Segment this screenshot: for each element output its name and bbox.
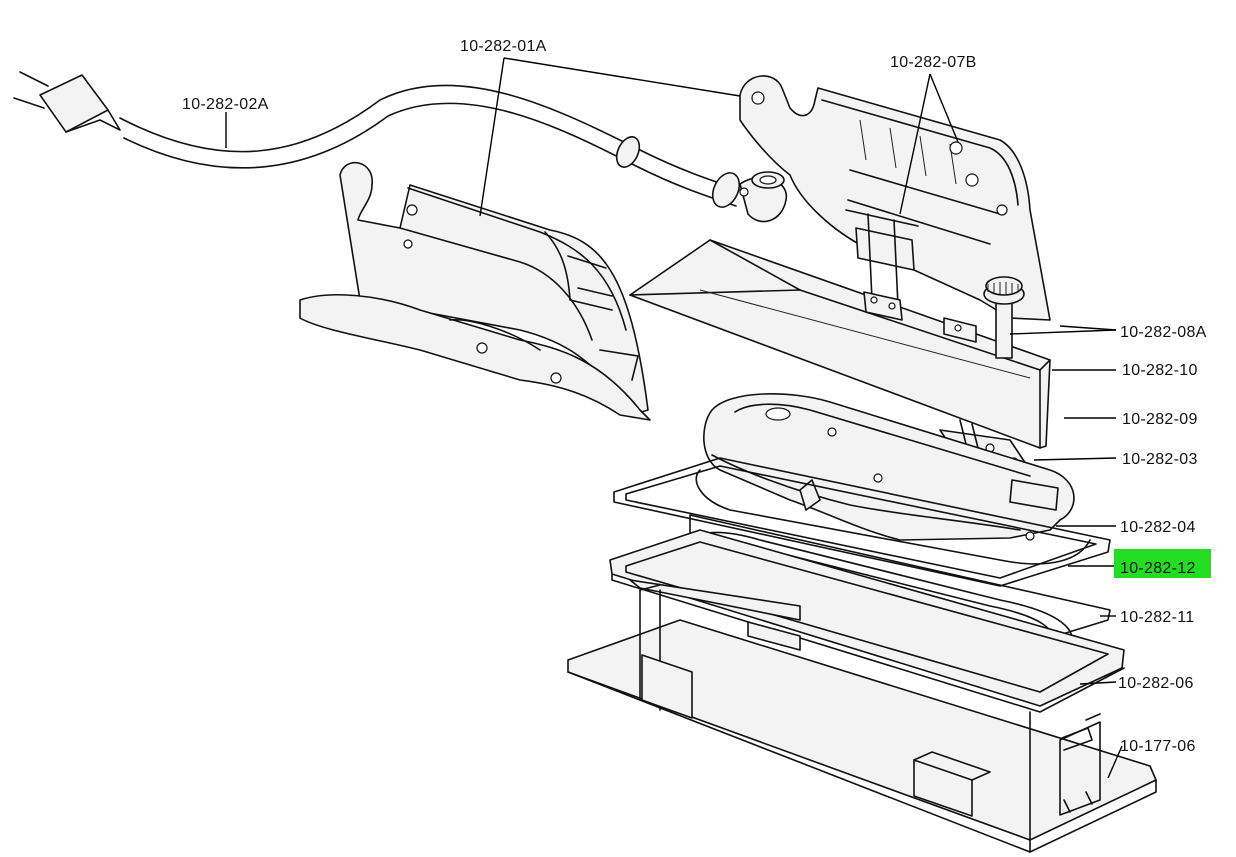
part-labels: 10-282-02A 10-282-01A 10-282-07B 10-282-… <box>182 38 1207 755</box>
leader-lines <box>225 57 1123 779</box>
highlight-box <box>1114 549 1211 578</box>
label-element-04[interactable]: 10-282-04 <box>1120 519 1196 536</box>
mounting-frame <box>609 529 1125 713</box>
label-thermostat-03[interactable]: 10-282-03 <box>1122 451 1198 468</box>
label-cord[interactable]: 10-282-02A <box>182 96 269 113</box>
label-handle[interactable]: 10-282-01A <box>460 38 547 55</box>
handle-assembly <box>299 161 651 421</box>
control-post <box>983 276 1025 359</box>
label-element-12[interactable]: 10-282-12 <box>1120 560 1196 577</box>
label-post[interactable]: 10-282-08A <box>1120 324 1207 341</box>
power-cord <box>13 71 787 223</box>
element-frame <box>613 457 1111 587</box>
label-cover-09[interactable]: 10-282-09 <box>1122 411 1198 428</box>
housing-bracket <box>739 75 1051 321</box>
label-frame-06[interactable]: 10-282-06 <box>1118 675 1194 692</box>
heating-plate <box>703 393 1075 541</box>
label-gasket-11[interactable]: 10-282-11 <box>1120 609 1194 626</box>
label-base-177[interactable]: 10-177-06 <box>1120 738 1196 755</box>
label-plate-10[interactable]: 10-282-10 <box>1122 362 1198 379</box>
top-cover <box>629 239 1051 449</box>
base-plate <box>567 584 1157 853</box>
label-bracket[interactable]: 10-282-07B <box>890 54 977 71</box>
